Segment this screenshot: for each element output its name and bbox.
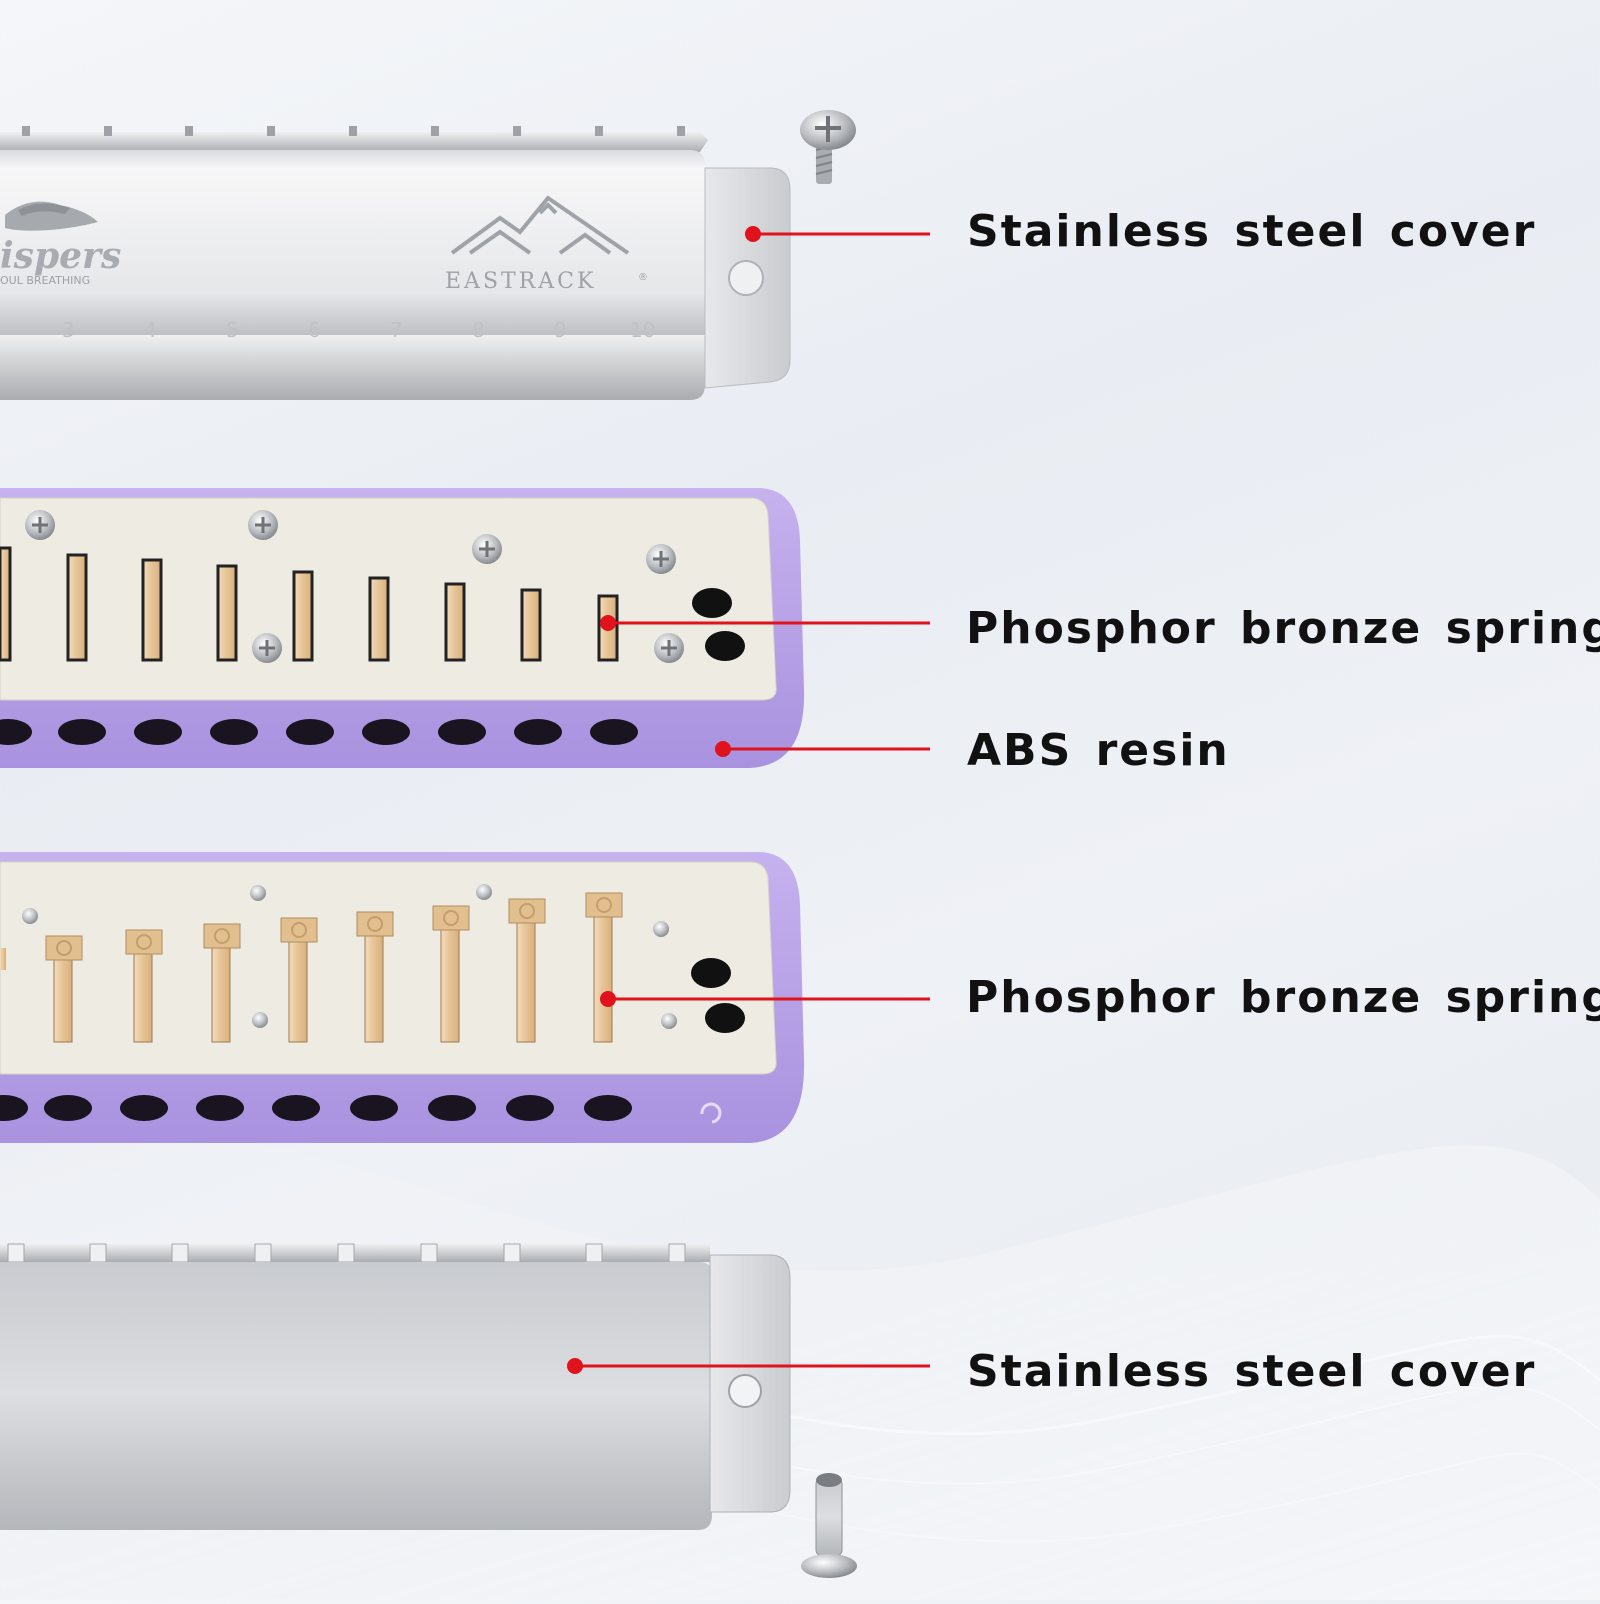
callout-label-lower-spring: Phosphor bronze spring	[966, 972, 1600, 1023]
callout-lines	[567, 226, 930, 1374]
comb-marking-icon	[700, 1102, 722, 1124]
hat-logo-icon	[5, 201, 98, 231]
callout-label-top-cover: Stainless steel cover	[967, 206, 1537, 257]
hole-number: 8	[472, 318, 485, 342]
bottom-cover	[0, 1243, 791, 1530]
cover-screw-icon	[800, 110, 856, 184]
hole-number: 3	[62, 318, 75, 342]
left-logo-text: ispers	[0, 235, 121, 277]
callout-dot-icon	[567, 1358, 583, 1374]
hole-number: 5	[226, 318, 239, 342]
top-cover-notches	[22, 126, 685, 136]
callout-label-abs-resin: ABS resin	[967, 725, 1230, 776]
right-logo-text: EASTRACK	[445, 269, 596, 294]
plate-screws	[25, 510, 684, 663]
comb-holes	[0, 719, 638, 745]
left-logo-subtext: OUL BREATHING	[0, 274, 90, 287]
screw-hole-icon	[728, 260, 764, 296]
callout-dot-icon	[600, 615, 616, 631]
callout-dot-icon	[715, 741, 731, 757]
bronze-reeds	[0, 892, 623, 1043]
registered-mark: ®	[638, 272, 648, 283]
hole-number: 9	[554, 318, 567, 342]
callout-label-bottom-cover: Stainless steel cover	[967, 1346, 1537, 1397]
hole-numbers: 3 4 5 6 7 8 9 10	[62, 318, 655, 342]
upper-reed-assembly	[0, 488, 805, 768]
screw-hole-icon	[728, 1374, 762, 1408]
hole-number: 4	[144, 318, 157, 342]
top-cover: ispers OUL BREATHING EASTRACK ® 3 4 5 6 …	[0, 126, 791, 400]
callout-label-upper-spring: Phosphor bronze spring	[966, 603, 1600, 654]
plate-rivets	[22, 884, 677, 1029]
screw-post-icon	[801, 1473, 857, 1578]
mountain-logo-icon	[450, 195, 630, 255]
hole-number: 7	[390, 318, 403, 342]
callout-dot-icon	[600, 991, 616, 1007]
comb-holes	[0, 1095, 632, 1121]
hole-number: 10	[630, 318, 655, 342]
hole-number: 6	[308, 318, 321, 342]
callout-dot-icon	[745, 226, 761, 242]
lower-reed-assembly	[0, 852, 805, 1143]
